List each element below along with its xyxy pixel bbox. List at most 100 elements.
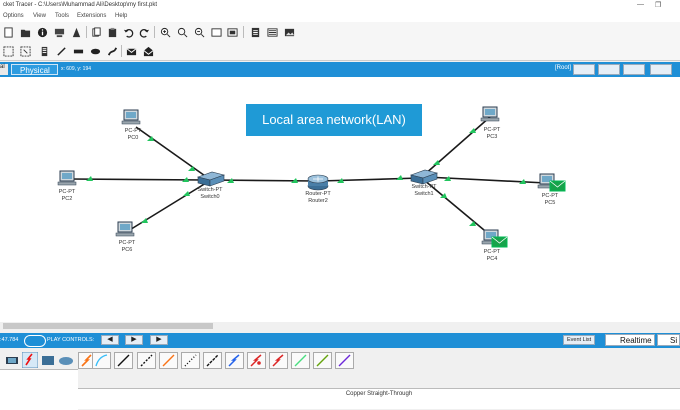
cable-console[interactable] xyxy=(92,352,111,369)
simple-pdu-icon[interactable] xyxy=(125,45,137,57)
play-button[interactable]: ▶ xyxy=(125,335,143,345)
pc4-type: PC-PT xyxy=(483,249,501,255)
simulation-tab[interactable]: Si xyxy=(657,334,680,346)
image-icon[interactable] xyxy=(283,26,295,38)
note-icon[interactable] xyxy=(38,45,50,57)
simulation-bar: :47.784 PLAY CONTROLS: ◀ ▶ ▶ Event List … xyxy=(0,333,680,348)
main-toolbar xyxy=(0,22,680,43)
pc3-name: PC3 xyxy=(486,134,498,140)
cable-fiber[interactable] xyxy=(159,352,178,369)
pc5-type: PC-PT xyxy=(541,193,559,199)
menu-bar: Options View Tools Extensions Help xyxy=(0,12,680,22)
ellipse-icon[interactable] xyxy=(89,45,101,57)
pc5-name: PC5 xyxy=(544,200,556,206)
simulation-label: Si xyxy=(670,336,678,345)
cable-list xyxy=(78,348,680,388)
palette-icon[interactable] xyxy=(210,26,222,38)
text-file-icon[interactable] xyxy=(249,26,261,38)
pc6-name: PC6 xyxy=(121,247,133,253)
realtime-tab[interactable]: Realtime xyxy=(605,334,655,346)
freeform-icon[interactable] xyxy=(106,45,118,57)
back-button[interactable]: ◀ xyxy=(101,335,119,345)
info-icon[interactable] xyxy=(36,26,48,38)
toolbar-separator xyxy=(86,26,87,38)
cable-straight-through[interactable] xyxy=(114,352,133,369)
toolbar-separator xyxy=(154,26,155,38)
pc4-name: PC4 xyxy=(486,256,498,262)
zoom-out-icon[interactable] xyxy=(193,26,205,38)
viewport-button[interactable] xyxy=(598,64,620,75)
menu-extensions[interactable]: Extensions xyxy=(77,13,107,19)
router2-name: Router2 xyxy=(308,198,328,204)
end-device-icon[interactable] xyxy=(4,352,20,368)
connections-icon[interactable] xyxy=(22,352,38,368)
multiuser-icon[interactable] xyxy=(58,352,74,368)
menu-tools[interactable]: Tools xyxy=(55,13,70,19)
tab-physical[interactable]: Physical xyxy=(11,64,58,75)
cable-crossover[interactable] xyxy=(137,352,156,369)
complex-pdu-icon[interactable] xyxy=(142,45,154,57)
rectangle-icon[interactable] xyxy=(72,45,84,57)
router2-type: Router-PT xyxy=(305,191,331,197)
pc2-name: PC2 xyxy=(61,196,73,202)
cable-octal[interactable] xyxy=(269,352,288,369)
activity-wizard-icon[interactable] xyxy=(70,26,82,38)
network-icon[interactable] xyxy=(53,26,65,38)
toolbar-separator xyxy=(121,45,122,57)
scrollbar-thumb[interactable] xyxy=(3,323,213,329)
menu-view[interactable]: View xyxy=(33,13,46,19)
list-icon[interactable] xyxy=(266,26,278,38)
cable-usb[interactable] xyxy=(313,352,332,369)
copy-icon[interactable] xyxy=(90,26,102,38)
line-icon[interactable] xyxy=(55,45,67,57)
select-icon[interactable] xyxy=(2,45,14,57)
power-cycle-icon[interactable] xyxy=(24,335,46,347)
cable-iot[interactable] xyxy=(291,352,310,369)
device-list[interactable] xyxy=(0,369,78,410)
redo-icon[interactable] xyxy=(138,26,150,38)
event-list-button[interactable]: Event List xyxy=(563,335,596,345)
cable-phone[interactable] xyxy=(181,352,200,369)
window-title: cket Tracer - C:\Users\Muhammad Ali\Desk… xyxy=(3,2,158,8)
paste-icon[interactable] xyxy=(106,26,118,38)
environment-button[interactable] xyxy=(650,64,672,75)
pc0-type: PC-PT xyxy=(124,128,142,134)
cable-coaxial[interactable] xyxy=(203,352,222,369)
switch1-type: Switch-PT xyxy=(411,184,437,190)
cable-serial-dte[interactable] xyxy=(247,352,266,369)
tab-logical[interactable]: al xyxy=(0,64,8,75)
cable-serial-dce[interactable] xyxy=(225,352,244,369)
cursor-coordinates: x: 609, y: 194 xyxy=(61,66,92,72)
cable-wireless[interactable] xyxy=(335,352,354,369)
cluster-button[interactable] xyxy=(573,64,595,75)
zoom-reset-icon[interactable] xyxy=(176,26,188,38)
switch0-type: Switch-PT xyxy=(197,187,223,193)
forward-button[interactable]: ▶ xyxy=(150,335,168,345)
misc-device-icon[interactable] xyxy=(40,352,56,368)
restore-icon[interactable]: ❐ xyxy=(655,2,662,9)
open-icon[interactable] xyxy=(19,26,31,38)
zoom-in-icon[interactable] xyxy=(159,26,171,38)
new-file-icon[interactable] xyxy=(2,26,14,38)
menu-options[interactable]: Options xyxy=(3,13,24,19)
undo-icon[interactable] xyxy=(122,26,134,38)
custom-device-icon[interactable] xyxy=(226,26,238,38)
horizontal-scrollbar[interactable] xyxy=(0,322,680,330)
menu-help[interactable]: Help xyxy=(115,13,128,19)
background-button[interactable] xyxy=(623,64,645,75)
root-breadcrumb[interactable]: [Root] xyxy=(555,65,572,71)
minimize-icon[interactable]: — xyxy=(637,1,644,8)
play-controls-label: PLAY CONTROLS: xyxy=(47,337,95,343)
selected-cable-name: Copper Straight-Through xyxy=(78,388,680,399)
move-layout-icon[interactable] xyxy=(19,45,31,57)
device-panel: Copper Straight-Through xyxy=(0,348,680,410)
switch0-name: Switch0 xyxy=(200,194,220,200)
